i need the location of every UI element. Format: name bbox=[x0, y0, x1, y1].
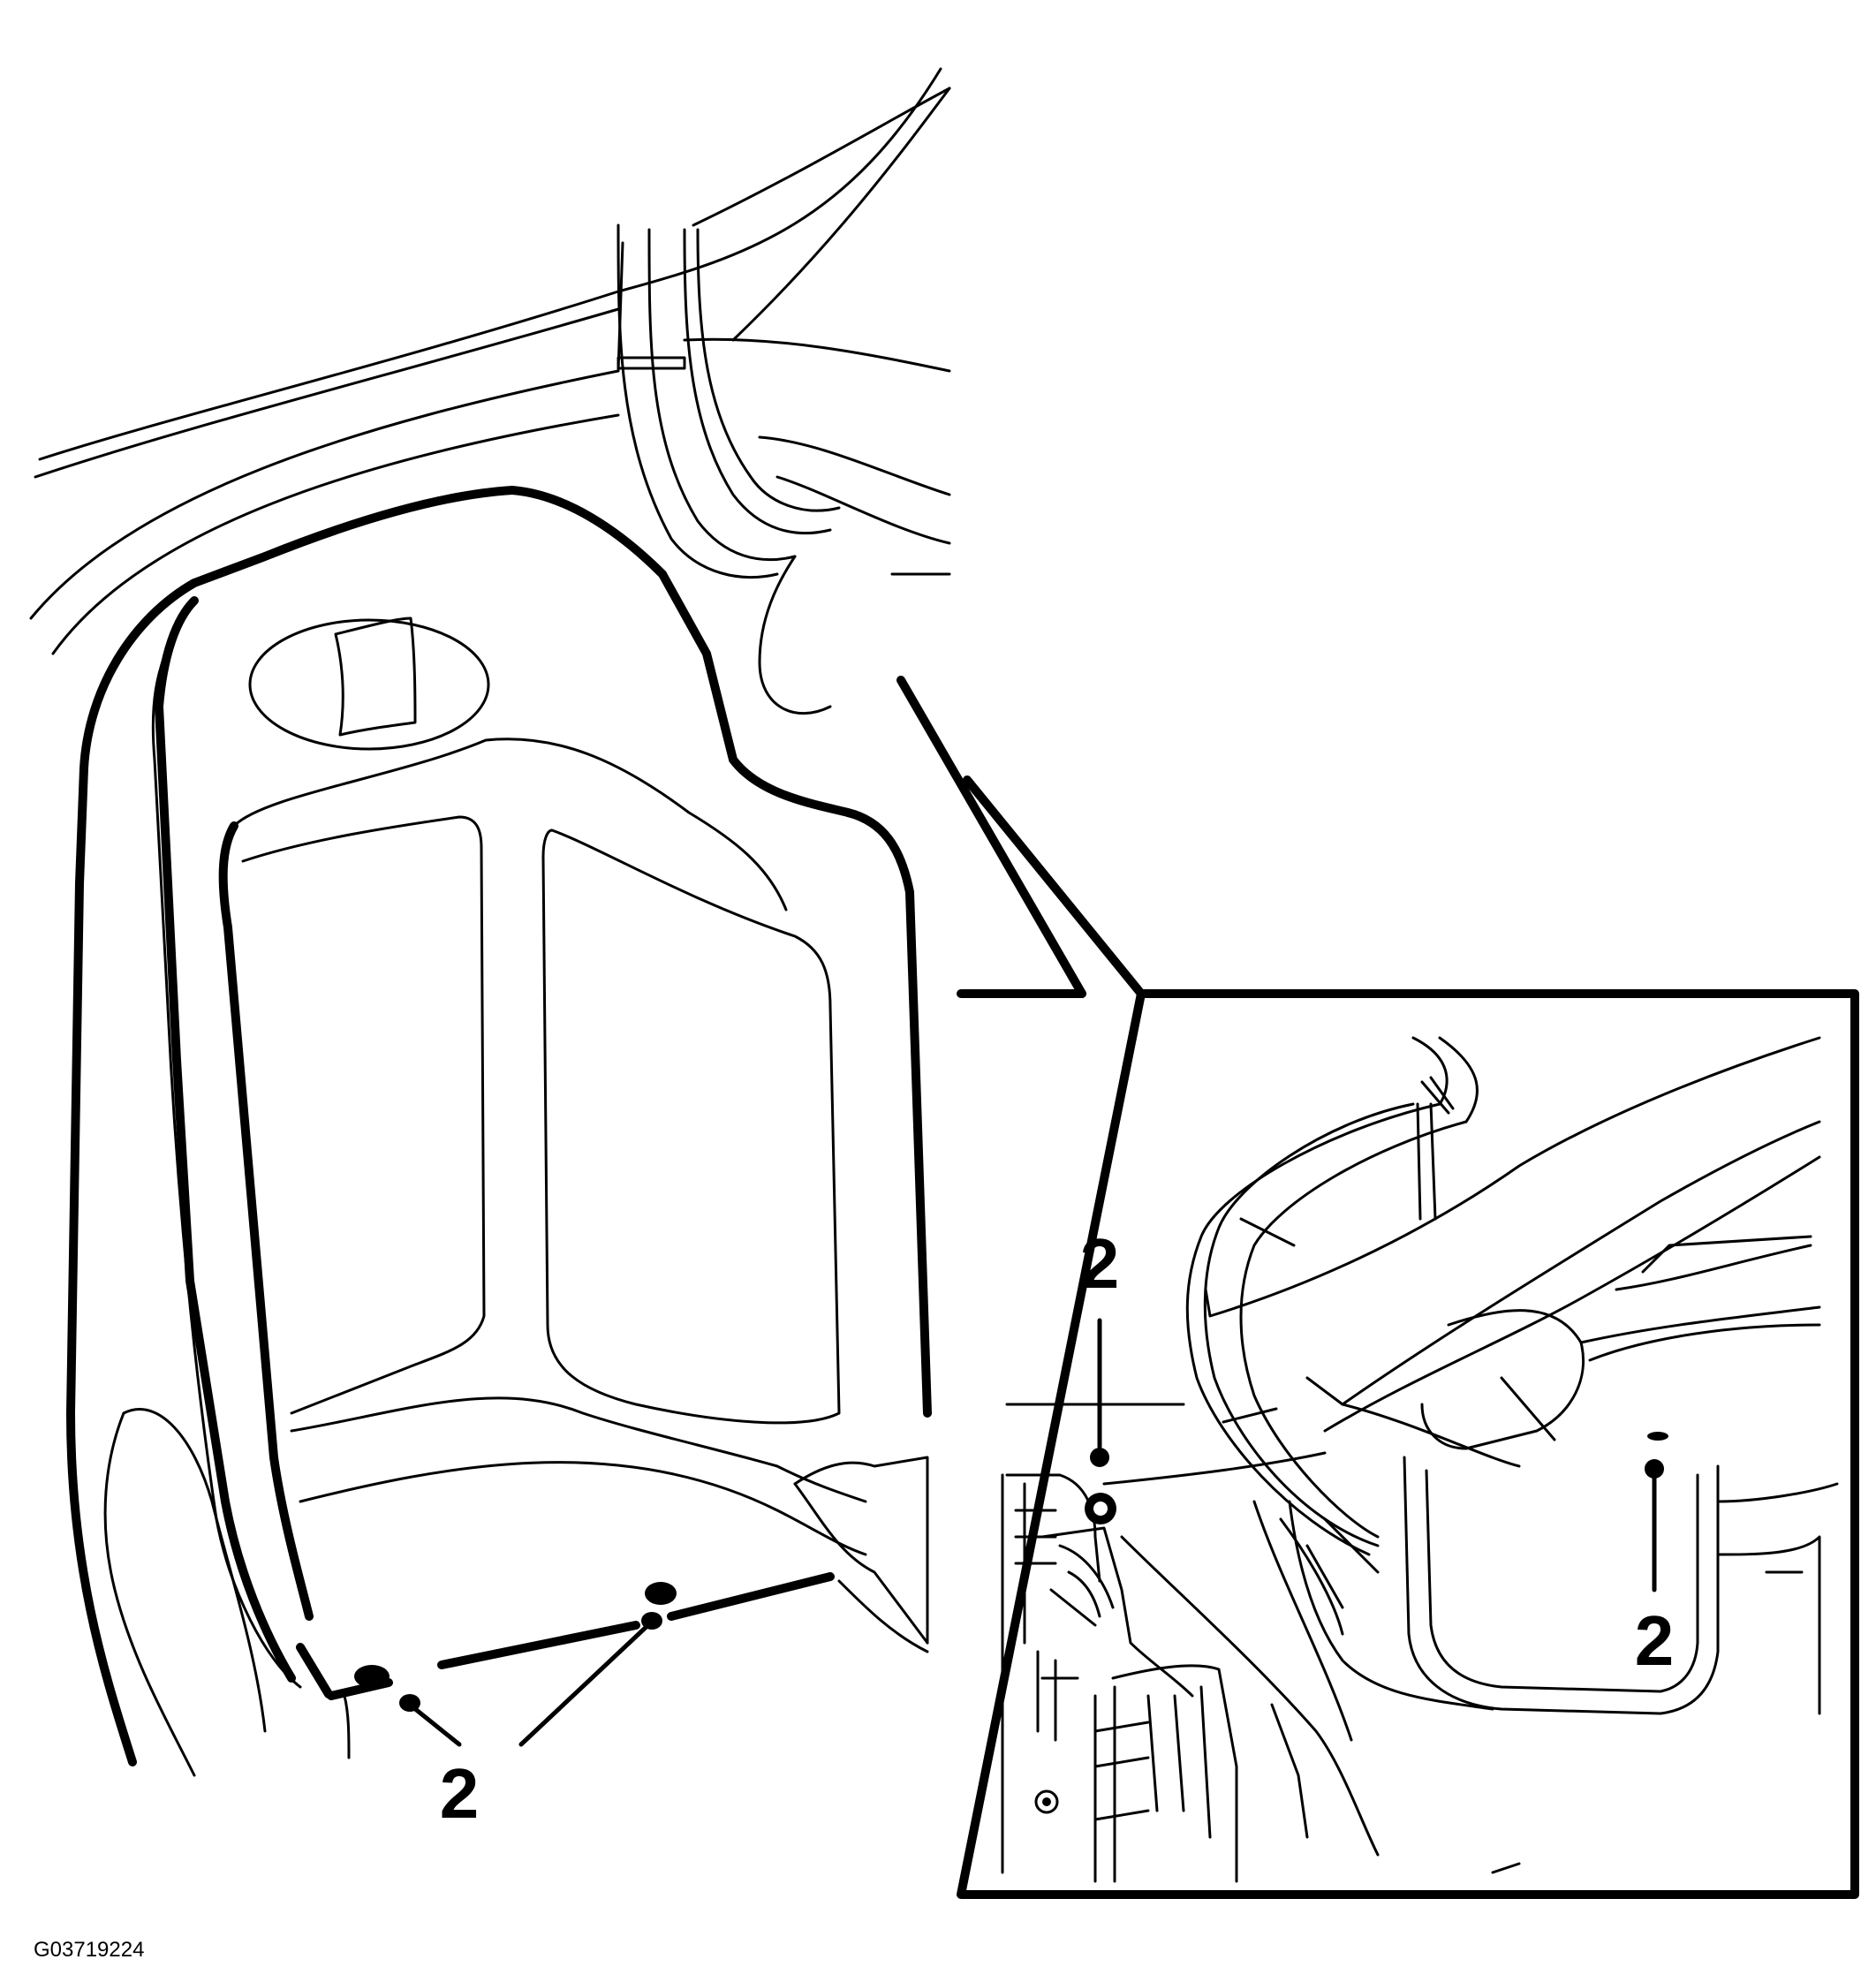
nut-icon bbox=[645, 1582, 677, 1605]
nut-icon bbox=[354, 1665, 390, 1688]
main-view: 2 bbox=[29, 67, 951, 1833]
inset-fastener bbox=[1034, 1789, 1059, 1814]
callout-number: 2 bbox=[1635, 1601, 1675, 1680]
inset-retaining-nuts bbox=[1085, 1432, 1668, 1524]
callout-number: 2 bbox=[440, 1754, 480, 1833]
nut-icon bbox=[1645, 1459, 1664, 1479]
body-contour-lines bbox=[29, 67, 951, 655]
inset-bracket bbox=[1288, 1456, 1839, 1715]
panel-ribs bbox=[232, 738, 929, 1653]
callout-leader bbox=[407, 1702, 462, 1747]
wheel-well-contour bbox=[103, 1408, 351, 1777]
wiring-harness bbox=[617, 223, 951, 715]
inset-body-rails bbox=[1005, 1036, 1821, 1486]
harness-tie-strap bbox=[617, 356, 686, 370]
nut-icon bbox=[1647, 1432, 1668, 1441]
nut-icon bbox=[1090, 1448, 1109, 1467]
detail-inset: 2 2 bbox=[957, 989, 1859, 1899]
figure-id: G03719224 bbox=[34, 1938, 144, 1962]
panel-oval-opening bbox=[248, 617, 490, 751]
callout-leader bbox=[518, 1619, 654, 1747]
inset-left-components bbox=[1001, 1473, 1521, 1883]
inset-wiring-harness bbox=[1185, 1036, 1479, 1556]
access-cover-panel bbox=[66, 486, 932, 1766]
callout-number: 2 bbox=[1080, 1224, 1120, 1303]
detail-pointer bbox=[896, 676, 1146, 998]
